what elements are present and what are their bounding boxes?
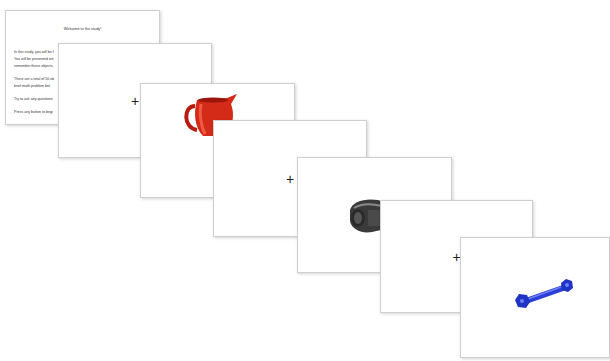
stimulus-slide <box>460 237 610 358</box>
bolt-illustration <box>461 238 610 358</box>
slide-heading: Welcome to the study! <box>6 27 159 32</box>
